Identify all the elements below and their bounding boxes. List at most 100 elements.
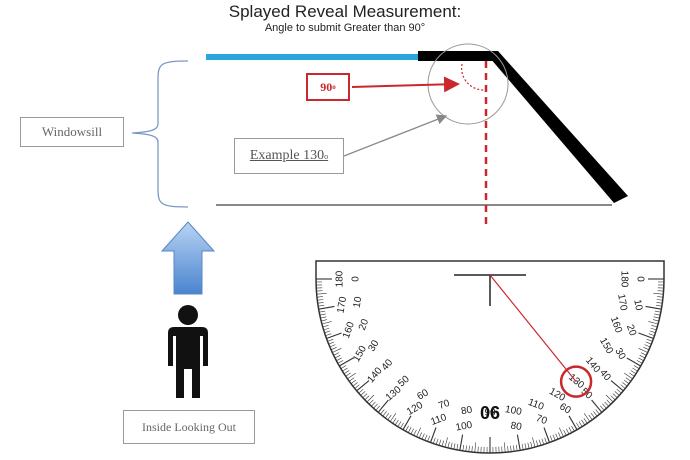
protractor-tick [543,427,551,443]
protractor-tick [656,299,663,301]
protractor-tick [349,377,355,382]
splayed-reveal-bar [484,51,628,203]
protractor-tick [549,435,553,442]
protractor-tick [316,293,327,295]
protractor-tick [324,330,331,334]
protractor-tick [571,425,575,432]
protractor-tick [649,330,656,334]
protractor-tick [544,437,547,444]
protractor-tick [591,399,603,413]
reading-line [489,274,577,382]
protractor-inner-label: 90 [484,408,496,419]
protractor-outer-label: 70 [534,413,549,427]
protractor-tick [416,427,421,437]
protractor-tick [616,388,622,394]
protractor-tick [468,445,470,452]
protractor-tick [438,439,442,446]
protractor-tick [605,394,614,403]
frame-top-bar [418,51,494,61]
protractor-tick [654,310,661,313]
diagram-title: Splayed Reveal Measurement: [228,2,462,21]
protractor-tick [636,360,643,364]
protractor-tick [626,357,641,367]
protractor-tick [317,299,324,301]
protractor-tick [319,313,326,316]
protractor-tick [377,399,389,413]
protractor-tick [387,414,392,420]
protractor-tick [424,434,428,441]
protractor-tick [343,370,350,375]
protractor-inner-label: 30 [366,338,381,354]
protractor-inner-label: 170 [615,293,629,312]
protractor-tick [321,321,332,325]
protractor-tick [329,344,336,348]
protractor-tick [644,344,651,348]
protractor-tick [456,443,459,450]
protractor-tick [320,316,327,319]
protractor-tick [632,367,638,372]
protractor-inner-label: 10 [352,295,365,308]
protractor-outer-label: 170 [335,295,349,314]
protractor-inner-label: 100 [504,404,523,418]
protractor-tick [342,367,348,372]
protractor-tick [612,393,618,398]
grey-pointer-arrow [343,114,448,157]
protractor-tick [385,413,390,419]
protractor-tick [578,421,583,427]
protractor-tick [371,401,376,407]
example-angle-text: Example 130 [249,148,325,163]
protractor-tick [333,352,340,356]
protractor-tick [418,432,422,439]
protractor-tick [638,348,648,353]
protractor-tick [408,427,412,433]
protractor-tick [620,384,626,389]
protractor-tick [624,372,633,380]
protractor-tick [330,347,337,351]
protractor-tick [599,405,605,411]
protractor-tick [326,332,342,340]
protractor-tick [389,413,397,422]
protractor-tick [340,365,347,369]
protractor-tick [624,379,630,384]
protractor-tick [316,296,323,298]
protractor-tick [336,357,342,361]
protractor-tick [581,419,586,426]
protractor-tick [593,411,598,417]
protractor-tick [332,348,342,353]
protractor-inner-label: 80 [460,405,473,418]
protractor-tick [576,422,580,429]
protractor-tick [337,360,344,364]
protractor-outer-label: 30 [612,346,627,362]
protractor-tick [552,434,556,441]
red-pointer-arrow [351,76,460,93]
protractor-tick [638,332,654,340]
protractor-tick [504,442,506,453]
protractor-outer-label: 180 [335,270,346,287]
windowsill-label: Windowsill [20,117,124,147]
diagram-subtitle: Angle to submit Greater than 90° [264,22,426,34]
protractor-tick [645,305,662,310]
viewer-position-text: Inside Looking Out [142,419,236,434]
protractor-tick [382,411,387,417]
protractor-tick [427,435,431,442]
protractor-tick [364,395,370,401]
protractor-tick [656,302,663,304]
protractor-tick [650,327,657,331]
protractor-tick [630,370,637,375]
protractor-tick [541,438,545,445]
protractor-tick [345,372,351,377]
protractor-tick [453,443,456,450]
protractor-center-label: 90 [480,402,500,422]
protractor-inner-label: 0 [351,276,362,282]
protractor-tick [648,333,655,336]
example-angle-unit: o [324,151,329,161]
protractor-tick [435,438,439,445]
protractor-tick [655,305,662,307]
protractor-tick [321,319,328,322]
protractor-tick [568,415,578,430]
protractor-tick [362,393,368,398]
protractor-tick [471,446,473,453]
protractor-tick [356,380,370,392]
